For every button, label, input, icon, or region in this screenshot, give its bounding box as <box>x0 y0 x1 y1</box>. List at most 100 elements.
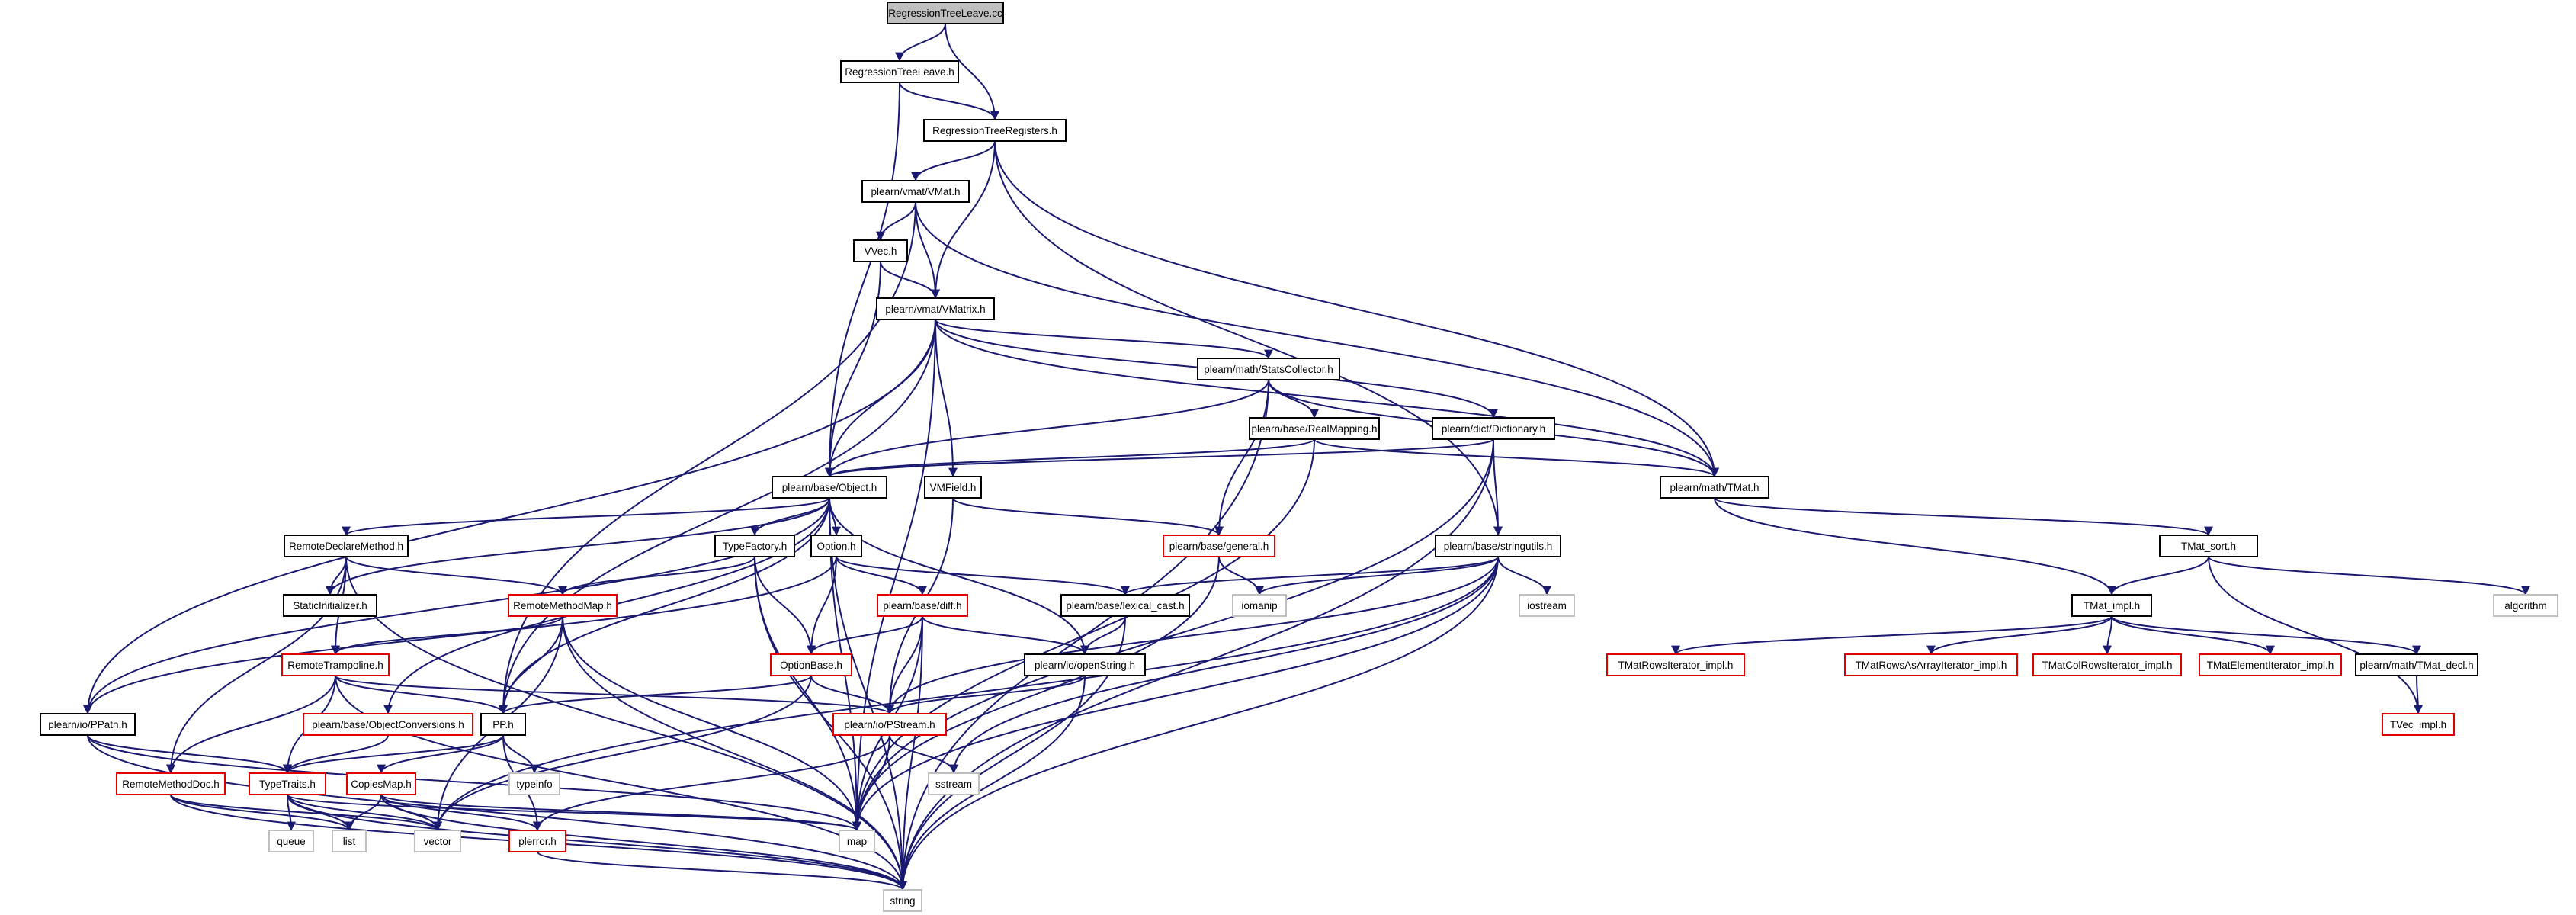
node-plearn-base-objectconversions-h[interactable]: plearn/base/ObjectConversions.h <box>303 713 473 736</box>
node-box <box>480 713 526 736</box>
edge-rmm-to-pp <box>499 615 563 714</box>
node-box <box>883 889 922 912</box>
node-label: plearn/base/RealMapping.h <box>1251 423 1377 435</box>
node-label: TMat_impl.h <box>2084 600 2140 612</box>
node-plearn-base-object-h[interactable]: plearn/base/Object.h <box>772 476 887 499</box>
edge-stats-to-object <box>825 379 1269 477</box>
node-tvec-impl-h[interactable]: TVec_impl.h <box>2382 713 2455 736</box>
node-list: list <box>332 830 367 852</box>
node-remotemethoddoc-h[interactable]: RemoteMethodDoc.h <box>116 772 226 795</box>
edge-vmatrix-to-vmfield <box>935 319 958 477</box>
edge-typefactory-to-map <box>754 556 861 831</box>
node-plearn-dict-dictionary-h[interactable]: plearn/dict/Dictionary.h <box>1432 417 1555 440</box>
edge-object-to-rdm <box>342 497 830 536</box>
node-box <box>928 772 980 795</box>
node-plearn-base-diff-h[interactable]: plearn/base/diff.h <box>877 594 968 617</box>
node-plearn-math-tmat-decl-h[interactable]: plearn/math/TMat_decl.h <box>2355 653 2478 676</box>
node-option-h[interactable]: Option.h <box>810 535 862 557</box>
edge-objconv-to-typetraits <box>283 734 389 774</box>
edge-rmm-to-map <box>562 615 861 831</box>
node-label: plearn/vmat/VMat.h <box>871 186 960 197</box>
header-nodes: RegressionTreeLeave.ccRegressionTreeLeav… <box>40 2 2558 912</box>
node-box <box>284 535 409 557</box>
node-vvec-h[interactable]: VVec.h <box>853 239 908 262</box>
edge-object-to-staticinit <box>326 497 830 596</box>
edge-tmatimpl-to-tmrai <box>1926 615 2112 655</box>
node-label: vector <box>424 836 452 847</box>
node-box <box>1844 653 2018 676</box>
node-tmatcolrowsiterator-impl-h[interactable]: TMatColRowsIterator_impl.h <box>2032 653 2182 676</box>
node-tmatelementiterator-impl-h[interactable]: TMatElementIterator_impl.h <box>2199 653 2342 676</box>
node-remotetrampoline-h[interactable]: RemoteTrampoline.h <box>281 653 390 676</box>
node-label: typeinfo <box>516 779 552 790</box>
node-plearn-base-general-h[interactable]: plearn/base/general.h <box>1163 535 1275 557</box>
node-box <box>268 830 314 852</box>
node-label: plearn/base/general.h <box>1169 541 1269 552</box>
node-plearn-vmat-vmatrix-h[interactable]: plearn/vmat/VMatrix.h <box>876 297 995 320</box>
node-tmat-sort-h[interactable]: TMat_sort.h <box>2159 535 2258 557</box>
node-typefactory-h[interactable]: TypeFactory.h <box>714 535 795 557</box>
edge-tmatimpl-to-tmei <box>2111 615 2275 655</box>
node-box <box>40 713 136 736</box>
edge-vmat-to-vmatrix <box>915 201 940 299</box>
node-plearn-io-pstream-h[interactable]: plearn/io/PStream.h <box>832 713 947 736</box>
edge-rmm-to-string <box>562 615 907 891</box>
node-plearn-base-stringutils-h[interactable]: plearn/base/stringutils.h <box>1435 535 1561 557</box>
node-copiesmap-h[interactable]: CopiesMap.h <box>346 772 416 795</box>
edge-lexcast-to-openstring <box>1080 615 1126 655</box>
edge-rtramp-to-string <box>335 675 907 891</box>
node-typetraits-h[interactable]: TypeTraits.h <box>249 772 326 795</box>
node-box <box>508 772 560 795</box>
node-regressiontreeleave-cc[interactable]: RegressionTreeLeave.cc <box>887 2 1004 24</box>
node-box <box>924 476 982 499</box>
node-box <box>2159 535 2258 557</box>
edge-tmatimpl-to-tmdecl <box>2111 615 2421 655</box>
node-plearn-io-openstring-h[interactable]: plearn/io/openString.h <box>1024 653 1146 676</box>
edge-tmatsort-to-tmatimpl <box>2107 556 2209 596</box>
node-plearn-math-tmat-h[interactable]: plearn/math/TMat.h <box>1660 476 1769 499</box>
node-label: string <box>890 895 915 907</box>
edge-dict-to-stringutils <box>1493 438 1503 536</box>
edge-general-to-iomanip <box>1218 556 1264 596</box>
node-remotemethodmap-h[interactable]: RemoteMethodMap.h <box>508 594 618 617</box>
node-box <box>2199 653 2342 676</box>
node-label: plearn/base/Object.h <box>782 482 877 493</box>
node-plearn-base-lexical-cast-h[interactable]: plearn/base/lexical_cast.h <box>1060 594 1190 617</box>
node-label: OptionBase.h <box>780 660 842 671</box>
node-plearn-io-ppath-h[interactable]: plearn/io/PPath.h <box>40 713 136 736</box>
node-regressiontreeregisters-h[interactable]: RegressionTreeRegisters.h <box>923 119 1067 142</box>
edge-rtramp-to-rmdoc <box>166 675 336 774</box>
node-staticinitializer-h[interactable]: StaticInitializer.h <box>283 594 377 617</box>
edge-vmatrix-to-pppath <box>83 319 936 714</box>
edge-stringutils-to-lexcast <box>1121 556 1499 596</box>
node-optionbase-h[interactable]: OptionBase.h <box>770 653 852 676</box>
node-vector: vector <box>414 830 461 852</box>
node-vmfield-h[interactable]: VMField.h <box>924 476 982 499</box>
edge-pstream-to-sstream <box>889 734 958 774</box>
node-regressiontreeleave-h[interactable]: RegressionTreeLeave.h <box>840 60 959 83</box>
dependency-edges <box>83 23 2530 891</box>
edge-tmatsort-to-algorithm <box>2208 556 2530 596</box>
node-pp-h[interactable]: PP.h <box>480 713 526 736</box>
edge-dict-to-object <box>825 438 1494 477</box>
edge-stats-to-realmap <box>1268 379 1319 419</box>
node-plearn-vmat-vmat-h[interactable]: plearn/vmat/VMat.h <box>861 180 970 203</box>
node-plearn-math-statscollector-h[interactable]: plearn/math/StatsCollector.h <box>1197 358 1340 380</box>
node-label: RemoteMethodDoc.h <box>122 779 220 790</box>
node-plerror-h[interactable]: plerror.h <box>508 830 566 852</box>
edge-typefactory-to-rmm <box>558 556 755 596</box>
node-label: plearn/base/diff.h <box>883 600 961 612</box>
node-box <box>1660 476 1769 499</box>
node-tmatrowsiterator-impl-h[interactable]: TMatRowsIterator_impl.h <box>1606 653 1745 676</box>
edge-rmm-to-rtramp <box>331 615 563 655</box>
node-remotedeclaremethod-h[interactable]: RemoteDeclareMethod.h <box>284 535 409 557</box>
edge-option-to-optbase <box>807 556 837 655</box>
node-box <box>1024 653 1146 676</box>
edge-root-to-rtl_h <box>895 23 946 62</box>
node-tmat-impl-h[interactable]: TMat_impl.h <box>2071 594 2152 617</box>
node-plearn-base-realmapping-h[interactable]: plearn/base/RealMapping.h <box>1249 417 1380 440</box>
node-label: StaticInitializer.h <box>293 600 367 612</box>
node-label: plearn/io/openString.h <box>1035 660 1135 671</box>
node-tmatrowsasarrayiterator-impl-h[interactable]: TMatRowsAsArrayIterator_impl.h <box>1844 653 2018 676</box>
edge-pppath-to-map <box>87 734 861 831</box>
